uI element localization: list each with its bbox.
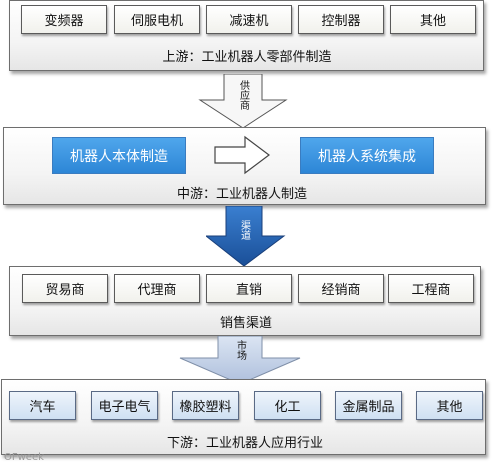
midstream-body-manufacturing: 机器人本体制造 [52,137,186,174]
channel-arrow-label: 渠道 [238,220,250,240]
downstream-caption: 下游：工业机器人应用行业 [166,436,324,451]
channel-arrow [206,206,286,267]
watermark: OFweek [4,452,44,463]
upstream-item-servo-motor: 伺服电机 [114,5,200,34]
supplier-arrow-label: 供应商 [237,80,249,110]
upstream-item-inverter: 变频器 [21,5,107,34]
supplier-arrow [198,74,288,129]
channel-item-distributor: 经销商 [298,274,384,303]
downstream-item-metal-products: 金属制品 [335,391,402,420]
channels-panel: 贸易商 代理商 直销 经销商 工程商 销售渠道 [9,266,481,336]
midstream-caption: 中游：工业机器人制造 [176,187,308,202]
midstream-flow-arrow [214,135,270,175]
downstream-item-electronics: 电子电气 [91,391,158,420]
market-arrow [179,336,301,385]
downstream-item-other: 其他 [416,391,483,420]
downstream-item-rubber-plastics: 橡胶塑料 [172,391,239,420]
upstream-item-other: 其他 [390,5,476,34]
upstream-item-reducer: 减速机 [206,5,292,34]
market-arrow-label: 市场 [234,340,246,360]
channel-item-contractor: 工程商 [388,274,474,303]
upstream-panel: 变频器 伺服电机 减速机 控制器 其他 上游：工业机器人零部件制造 [9,0,484,71]
channel-item-agent: 代理商 [114,274,200,303]
midstream-system-integration: 机器人系统集成 [300,137,434,174]
upstream-caption: 上游：工业机器人零部件制造 [162,50,332,65]
channels-caption: 销售渠道 [219,316,273,331]
channel-item-trader: 贸易商 [22,274,108,303]
midstream-panel: 机器人本体制造 机器人系统集成 中游：工业机器人制造 [3,127,486,205]
upstream-item-controller: 控制器 [298,5,384,34]
downstream-item-automotive: 汽车 [9,391,76,420]
downstream-item-chemical: 化工 [254,391,321,420]
channel-item-direct-sales: 直销 [206,274,292,303]
downstream-panel: 汽车 电子电气 橡胶塑料 化工 金属制品 其他 下游：工业机器人应用行业 [1,379,486,455]
